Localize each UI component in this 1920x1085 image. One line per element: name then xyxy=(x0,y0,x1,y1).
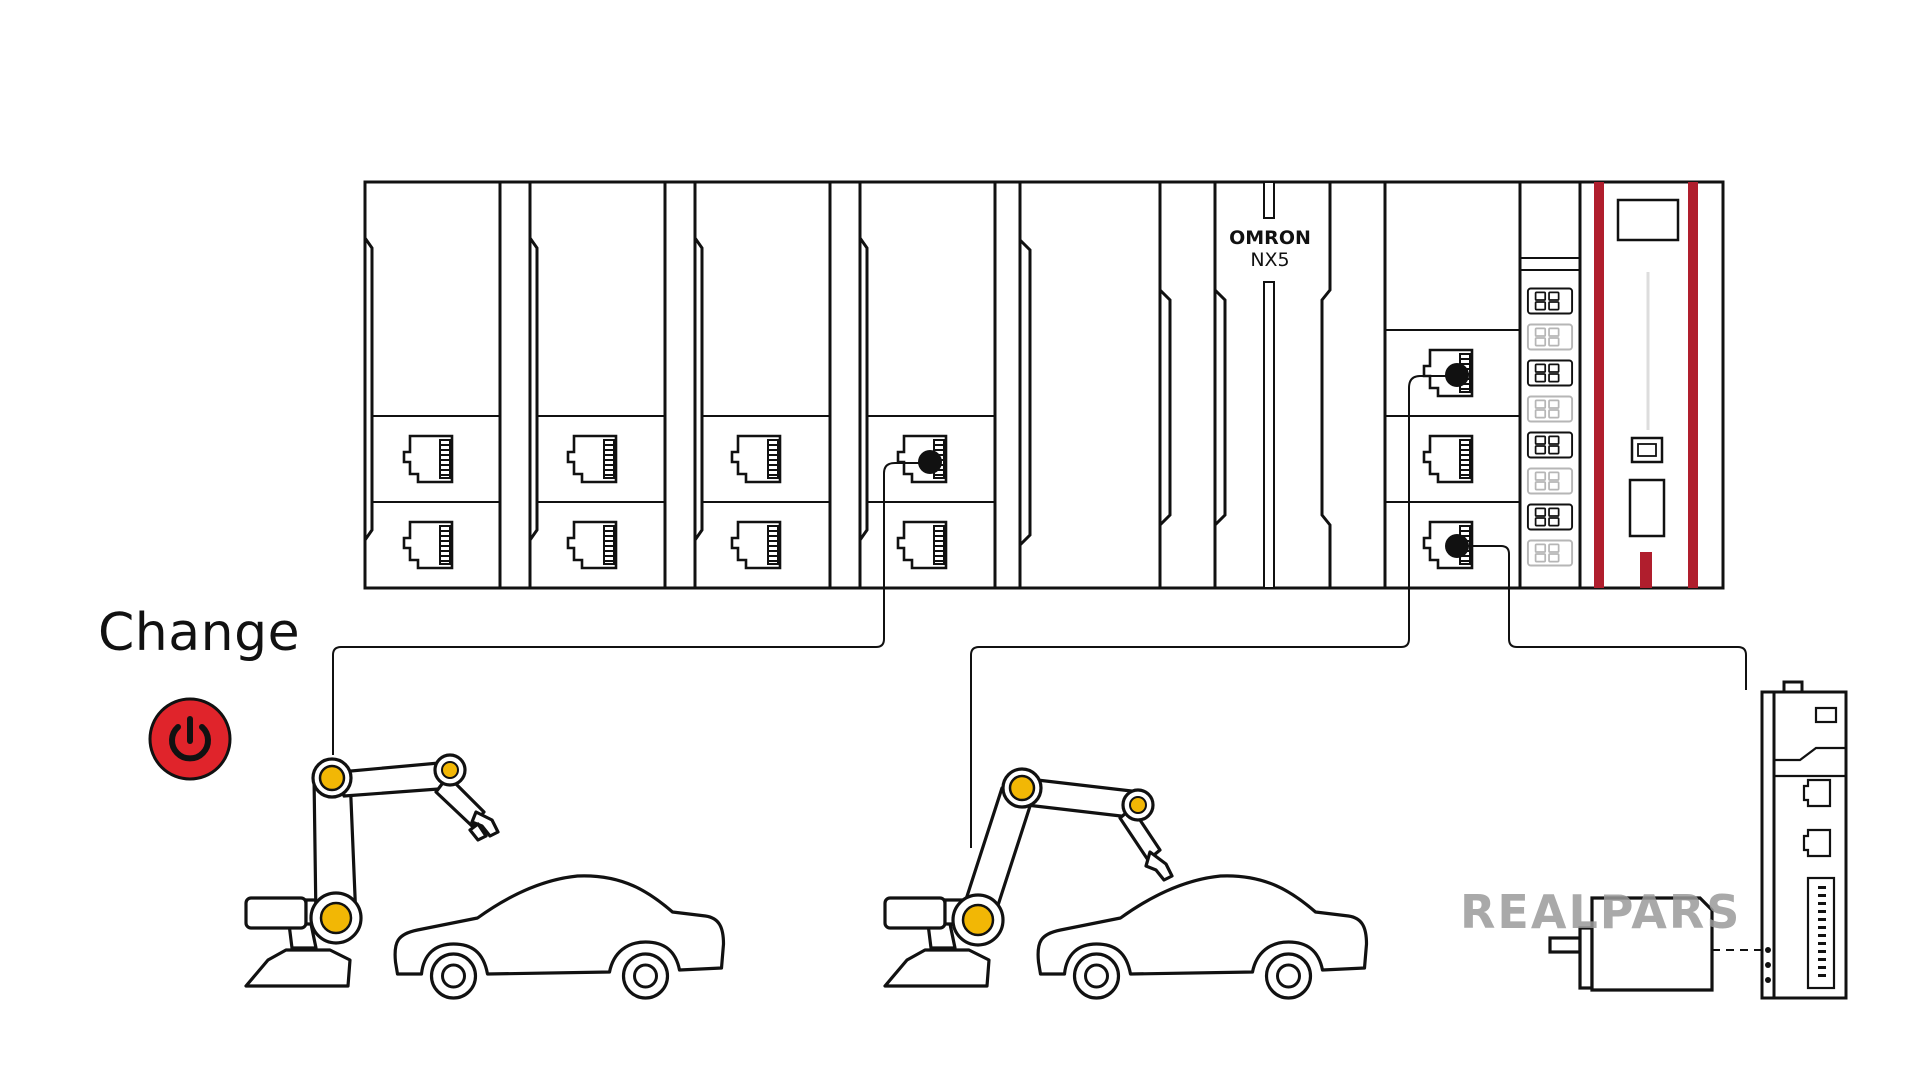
car-icon xyxy=(393,874,726,1000)
rj45-port-icon[interactable] xyxy=(566,434,618,484)
io-module-2 xyxy=(528,180,697,590)
terminal-icon xyxy=(1526,287,1574,315)
rj45-port-icon[interactable] xyxy=(730,434,782,484)
watermark-logo: REALPARS xyxy=(1460,885,1741,939)
io-module-1 xyxy=(363,180,532,590)
robot-arm-icon xyxy=(244,753,500,988)
robot-arm-icon xyxy=(883,767,1174,988)
servo-drive-icon xyxy=(1760,680,1848,1000)
power-button[interactable] xyxy=(148,697,232,781)
servo-motor-icon xyxy=(1548,896,1762,992)
io-module-3 xyxy=(693,180,862,590)
rj45-port-icon[interactable] xyxy=(402,520,454,570)
change-label: Change xyxy=(98,603,301,663)
cable-connector xyxy=(918,450,942,474)
car-icon xyxy=(1036,874,1369,1000)
network-cables xyxy=(332,375,1747,848)
terminal-icon xyxy=(1526,503,1574,531)
plc-rack: OMRON NX5 xyxy=(363,180,1725,590)
terminal-icon xyxy=(1526,467,1574,495)
terminal-block xyxy=(1518,180,1582,590)
terminal-icon xyxy=(1526,395,1574,423)
cpu-module: OMRON NX5 xyxy=(1213,180,1387,590)
model-label: NX5 xyxy=(1250,249,1289,271)
terminal-icon xyxy=(1526,323,1574,351)
rj45-port-icon[interactable] xyxy=(566,520,618,570)
io-module-4 xyxy=(858,180,1022,590)
terminal-icon xyxy=(1526,539,1574,567)
cable-connector xyxy=(1445,363,1469,387)
brand-logo: OMRON xyxy=(1229,227,1311,249)
rj45-port-icon[interactable] xyxy=(730,520,782,570)
blank-module xyxy=(1018,180,1217,590)
power-icon xyxy=(148,697,232,781)
power-supply-module xyxy=(1578,180,1725,590)
cable-connector xyxy=(1445,534,1469,558)
rj45-port-icon[interactable] xyxy=(896,520,948,570)
terminal-icon xyxy=(1526,359,1574,387)
terminal-icon xyxy=(1526,431,1574,459)
rj45-port-icon[interactable] xyxy=(1422,434,1474,484)
rj45-port-icon[interactable] xyxy=(402,434,454,484)
